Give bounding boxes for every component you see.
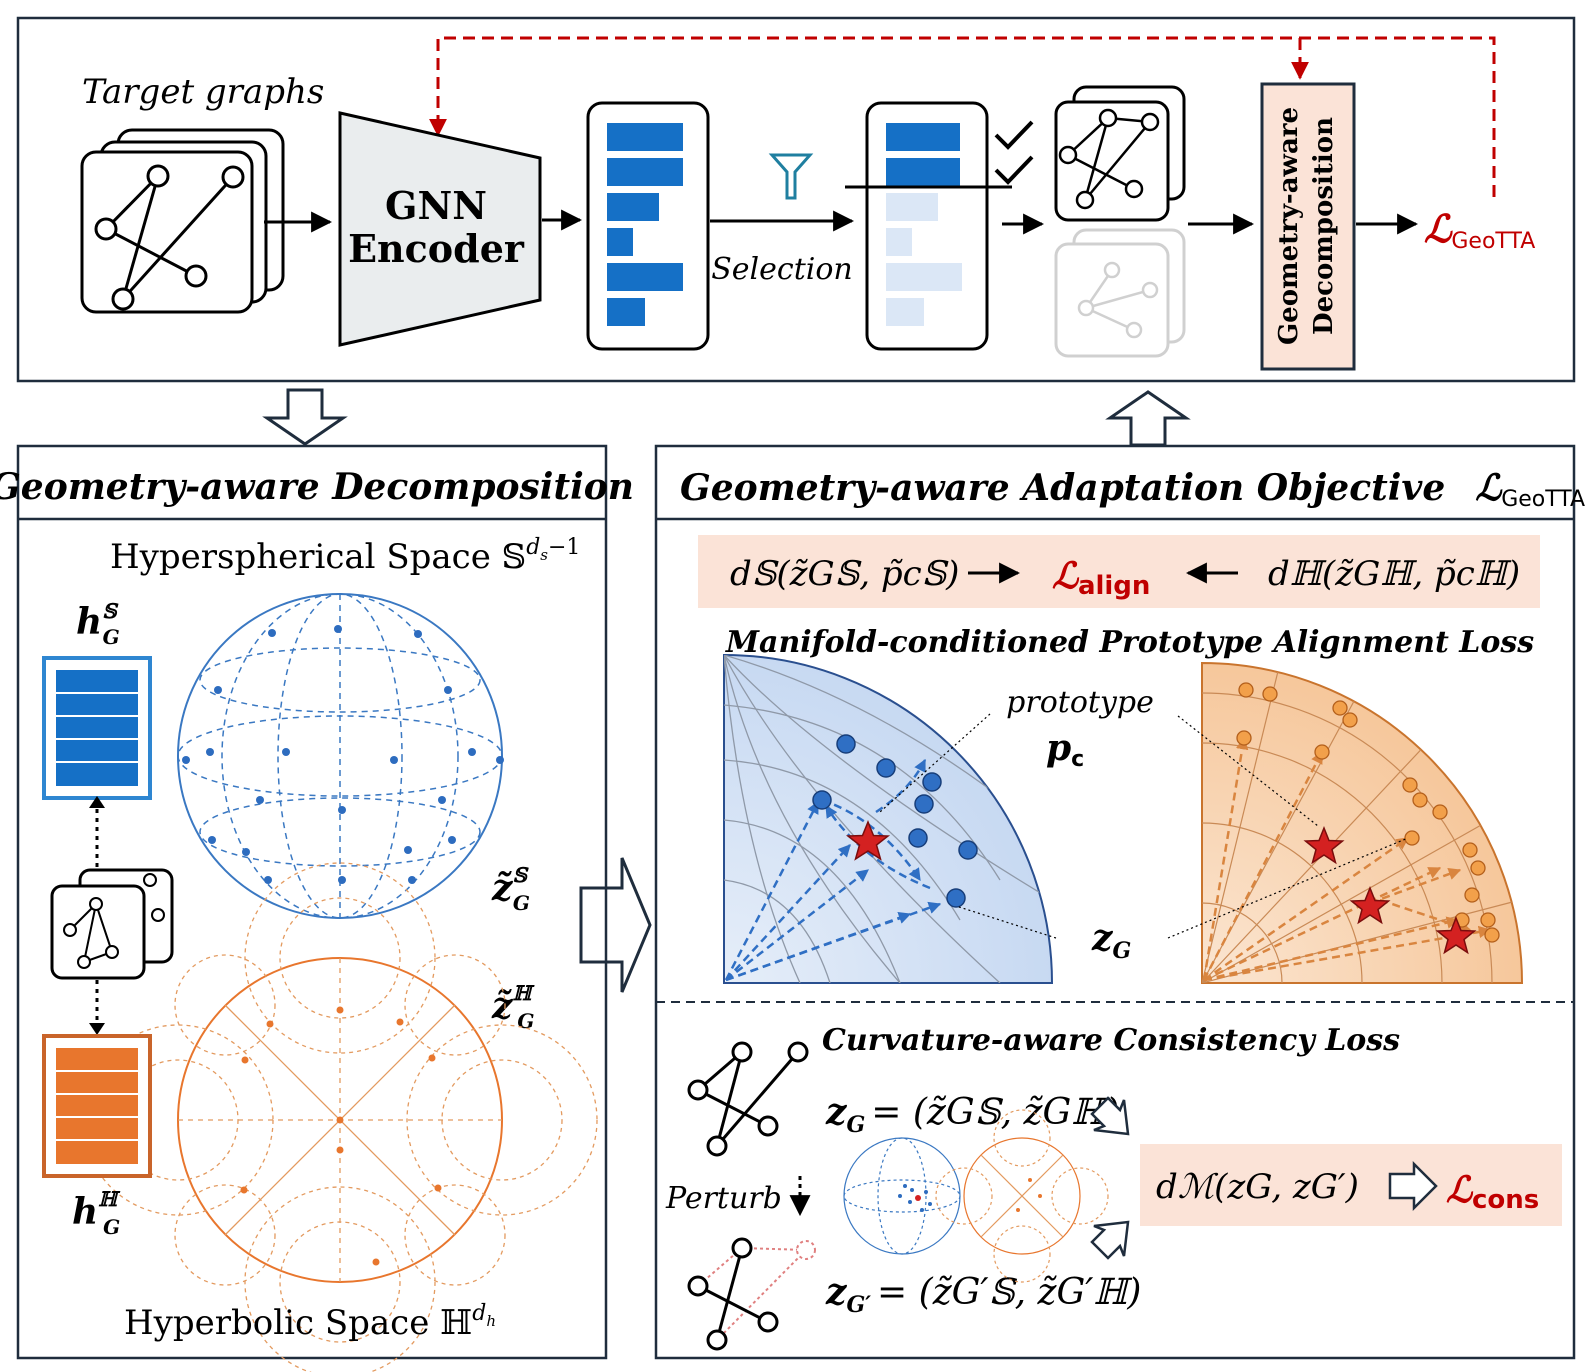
filtered-card (845, 101, 1012, 351)
mini-poincare-disk (935, 1109, 1109, 1283)
objective-panel (654, 444, 1576, 1360)
hollow-arrow-right (579, 857, 652, 993)
prototype-label: prototype (1006, 685, 1154, 720)
embedding-card (586, 101, 710, 351)
decomposition-title: Geometry-aware Decomposition (0, 466, 634, 508)
filter-icon (768, 153, 814, 200)
encoder-label-1: GNN (385, 183, 487, 228)
align-section-title: Manifold-conditioned Prototype Alignment… (725, 625, 1534, 660)
cons-lhs: dℳ(zG, zG′) (1156, 1167, 1359, 1207)
align-formula-box (698, 535, 1540, 608)
pipeline-panel (16, 16, 1576, 383)
selected-graph-stack (1054, 85, 1186, 222)
perturbed-graph (687, 1237, 816, 1351)
hyperbolic-label: Hyperbolic Space ℍdh (124, 1301, 496, 1343)
loss-geotta: ℒGeoTTA (1424, 206, 1535, 254)
pointer-lines (879, 713, 1409, 939)
feedback-arrow (429, 36, 1496, 197)
prototype-star (1349, 885, 1391, 925)
decomp-box-label-2: Decomposition (1309, 117, 1339, 335)
hypersphere-figure (177, 593, 504, 919)
gnn-encoder (338, 111, 542, 347)
poincare-disk-figure (82, 862, 598, 1372)
original-graph (687, 1041, 809, 1157)
zg-label: zG (1091, 917, 1131, 964)
hollow-arrow-up (1105, 390, 1191, 447)
check-icon (994, 155, 1034, 185)
align-right-term: dℍ(z̃Gℍ, p̃cℍ) (1268, 554, 1520, 594)
hyperspherical-label: Hyperspherical Space 𝕊ds−1 (110, 535, 580, 577)
hyperbolic-embedding (42, 1034, 152, 1178)
align-loss: ℒalign (1052, 555, 1150, 601)
prototype-symbol: pc (1046, 727, 1084, 772)
hollow-arrow-cons (1388, 1160, 1438, 1212)
graph-icon (94, 164, 245, 311)
cons-formula-box (1140, 1144, 1562, 1226)
check-icon (994, 120, 1034, 150)
prototype-star (1435, 915, 1477, 955)
decomp-box-label-1: Geometry-aware (1274, 107, 1304, 345)
zg2-equation: zG′= (z̃G′𝕊, z̃G′ℍ) (825, 1271, 1141, 1318)
cons-loss: ℒcons (1446, 1169, 1539, 1215)
hollow-arrow-down (262, 388, 348, 446)
target-graphs-label: Target graphs (82, 72, 324, 112)
spherical-quadrant-figure (723, 653, 1054, 984)
zg-equation: zG= (z̃G𝕊, z̃Gℍ) (825, 1091, 1119, 1138)
hyperbolic-quadrant-figure (1201, 661, 1524, 984)
perturb-label: Perturb (665, 1181, 782, 1216)
prototype-star (1303, 825, 1345, 865)
consistency-title: Curvature-aware Consistency Loss (822, 1023, 1400, 1058)
spherical-embedding (42, 656, 152, 800)
encoder-label-2: Encoder (348, 226, 525, 271)
discarded-graph-stack (1054, 228, 1186, 358)
target-graph-stack (80, 128, 285, 314)
align-left-term: d𝕊(z̃G𝕊, p̃c𝕊) (730, 554, 959, 594)
selection-label: Selection (711, 252, 853, 287)
decomposition-panel (16, 444, 608, 1360)
hollow-arrow-diag-1 (1090, 1096, 1130, 1136)
hollow-arrow-diag-2 (1090, 1220, 1130, 1260)
mini-sphere (843, 1137, 961, 1255)
middle-graph-stack (50, 868, 174, 980)
decomp-box (1260, 82, 1356, 371)
